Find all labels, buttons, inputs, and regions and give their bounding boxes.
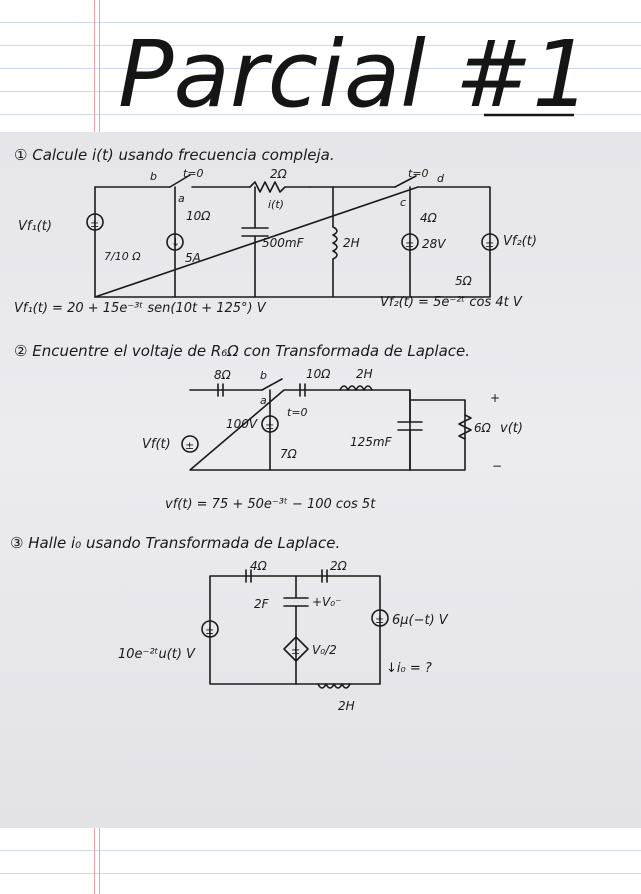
label-100v: 100V — [226, 417, 258, 431]
pm-glyph: ± — [485, 237, 494, 250]
label-switch-left: t=0 — [183, 167, 204, 180]
inductor-2h — [332, 186, 338, 298]
pm-glyph: ± — [265, 419, 274, 432]
label-r-10-p2: 10Ω — [306, 367, 331, 381]
label-switch-right: t=0 — [408, 167, 429, 180]
problem3-heading: ③ Halle i₀ usando Transformada de Laplac… — [10, 534, 340, 552]
problem1-heading: ① Calcule i(t) usando frecuencia complej… — [14, 146, 335, 164]
source-vf1-icon — [86, 213, 104, 231]
label-500mf: 500mF — [262, 236, 305, 250]
exam-photo: ① Calcule i(t) usando frecuencia complej… — [0, 132, 641, 828]
label-current: i(t) — [268, 198, 284, 211]
source-vf-icon — [181, 435, 199, 453]
label-node-a2: a — [260, 394, 267, 407]
pm-glyph: ± — [90, 217, 99, 230]
switch-2 — [261, 378, 283, 391]
label-src-right: 6μ(−t) V — [392, 613, 449, 628]
switch-left — [169, 174, 191, 188]
cap-125mf — [397, 389, 423, 471]
label-r-7: 7Ω — [280, 447, 298, 461]
label-vf2: Vf₂(t) — [503, 234, 537, 249]
label-2h-p3: 2H — [338, 699, 355, 713]
label-src-left: 10e⁻²ᵗu(t) V — [118, 647, 196, 662]
label-r-top: 2Ω — [270, 167, 288, 181]
label-r-left: 7/10 Ω — [104, 250, 141, 263]
cap-500mf — [241, 186, 269, 298]
label-vf-p2: Vf(t) — [142, 437, 171, 452]
label-vf1: Vf₁(t) — [18, 219, 52, 234]
switch-right — [394, 175, 417, 188]
label-vout: v(t) — [500, 421, 523, 436]
circuit-2 — [189, 378, 472, 471]
cap-2f — [283, 575, 309, 685]
page-title: Parcial #1 — [118, 21, 591, 122]
pm-glyph: ± — [405, 237, 414, 250]
label-vo: +V₀⁻ — [312, 595, 341, 609]
label-r-5: 5Ω — [455, 274, 473, 288]
label-node-b2: b — [260, 369, 267, 382]
label-node-b: b — [150, 170, 157, 183]
pm-glyph: ± — [375, 613, 384, 626]
label-node-a: a — [178, 192, 185, 205]
label-r-8: 8Ω — [214, 368, 232, 382]
source-left-icon — [201, 620, 219, 638]
label-28v: 28V — [422, 237, 446, 251]
label-minus: − — [492, 459, 502, 473]
label-125mf: 125mF — [350, 435, 393, 449]
arrow-down-glyph: ↓ — [171, 236, 180, 249]
exam-sheet: ① Calcule i(t) usando frecuencia complej… — [10, 146, 537, 713]
label-5a: 5A — [185, 251, 201, 265]
label-io: ↓i₀ = ? — [386, 661, 432, 676]
label-switch-2: t=0 — [287, 406, 308, 419]
title-heading: Parcial #1 — [118, 21, 591, 122]
label-plus: + — [490, 391, 500, 405]
source-28v-icon — [401, 233, 419, 251]
resistor-6 — [458, 414, 472, 440]
label-r-4: 4Ω — [420, 211, 438, 225]
source-100v-icon — [261, 415, 279, 433]
equation-vf1: Vf₁(t) = 20 + 15e⁻³ᵗ sen(10t + 125°) V — [14, 301, 267, 316]
label-2f: 2F — [254, 597, 270, 611]
label-r-6: 6Ω — [474, 421, 492, 435]
source-vf2-icon — [481, 233, 499, 251]
label-node-c: c — [400, 196, 406, 209]
current-source-icon — [166, 233, 184, 251]
label-2h-p2: 2H — [356, 367, 373, 381]
pm-glyph: ± — [205, 624, 214, 637]
label-r-4-p3: 4Ω — [250, 559, 268, 573]
dependent-source-icon — [283, 636, 309, 662]
inductor-2h-p2 — [339, 385, 373, 391]
source-right-icon — [371, 609, 389, 627]
label-r-10: 10Ω — [186, 209, 211, 223]
label-2h: 2H — [343, 236, 360, 250]
label-dep-source: V₀/2 — [312, 643, 337, 657]
equation-vf2: Vf₂(t) = 5e⁻²ᵗ cos 4t V — [380, 295, 523, 310]
circuit-1 — [94, 174, 491, 298]
label-node-d: d — [437, 172, 445, 185]
problem2-heading: ② Encuentre el voltaje de R₆Ω con Transf… — [14, 342, 470, 360]
pm-glyph: ± — [291, 644, 300, 657]
pm-glyph: ± — [185, 439, 194, 452]
label-r-2-p3: 2Ω — [330, 559, 348, 573]
equation-vf-p2: vf(t) = 75 + 50e⁻³ᵗ − 100 cos 5t — [165, 497, 376, 512]
circuit-3 — [209, 569, 381, 689]
inductor-2h-p3 — [317, 683, 351, 689]
